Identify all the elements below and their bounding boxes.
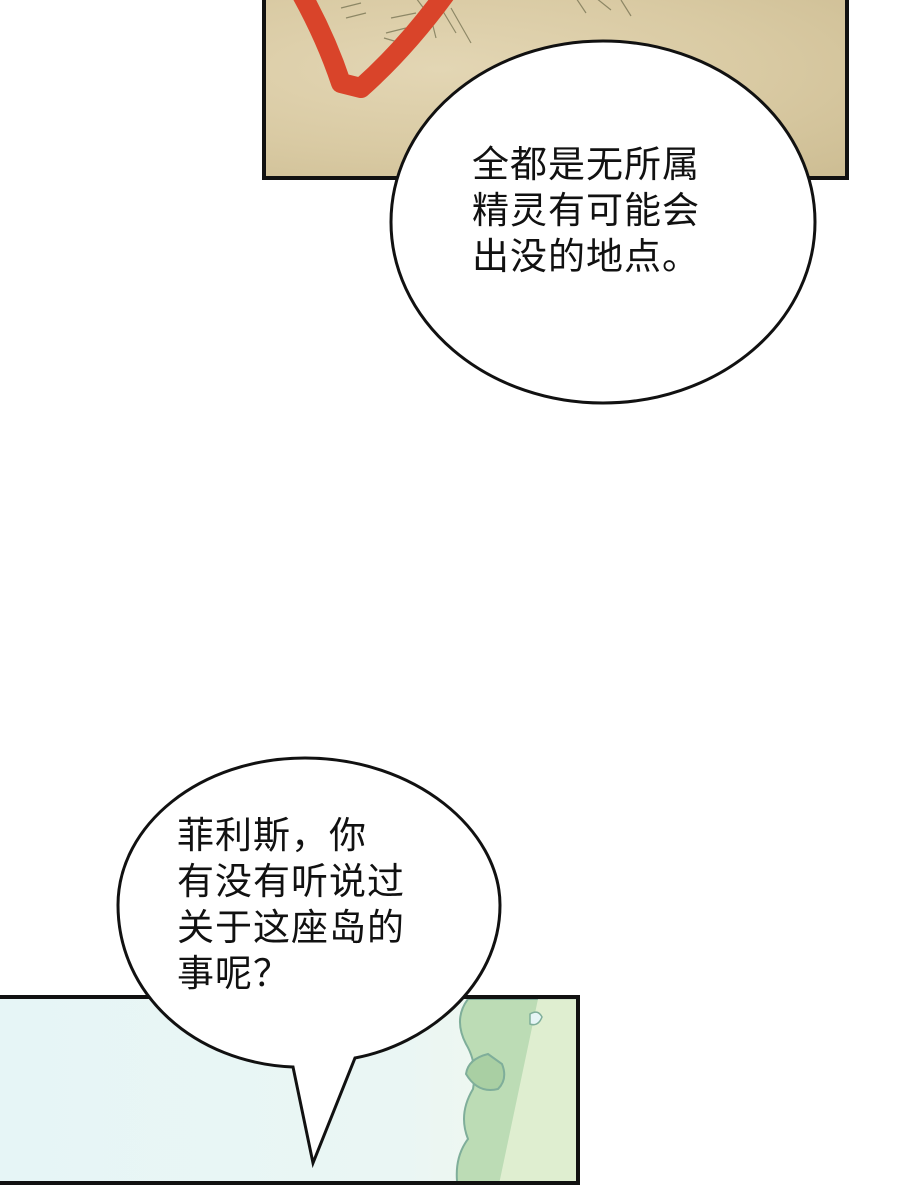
bubble-outline-with-tail: [116, 756, 502, 1169]
map-illustration: [293, 0, 632, 98]
red-mark: [293, 0, 454, 98]
bubble-2-line: 有没有听说过: [177, 860, 405, 903]
bubble-2-line: 菲利斯，你: [177, 814, 367, 857]
bubble-1-line: 精灵有可能会: [472, 189, 700, 232]
bubble-2-line: 事呢？: [177, 952, 291, 995]
bubble-1-text: 全都是无所属精灵有可能会出没的地点。: [472, 142, 700, 280]
map-sketch-lines: [340, 0, 632, 44]
coastline-illustration: [455, 999, 576, 1181]
bubble-2-text: 菲利斯，你有没有听说过关于这座岛的事呢？: [177, 813, 405, 997]
speech-bubble-2: 菲利斯，你有没有听说过关于这座岛的事呢？: [115, 755, 505, 1175]
speech-bubble-1: 全都是无所属精灵有可能会出没的地点。: [389, 39, 820, 408]
bubble-2-line: 关于这座岛的: [177, 906, 405, 949]
bubble-1-line: 全都是无所属: [472, 143, 700, 186]
bubble-1-line: 出没的地点。: [472, 235, 700, 278]
bubble-outline: [389, 39, 817, 405]
